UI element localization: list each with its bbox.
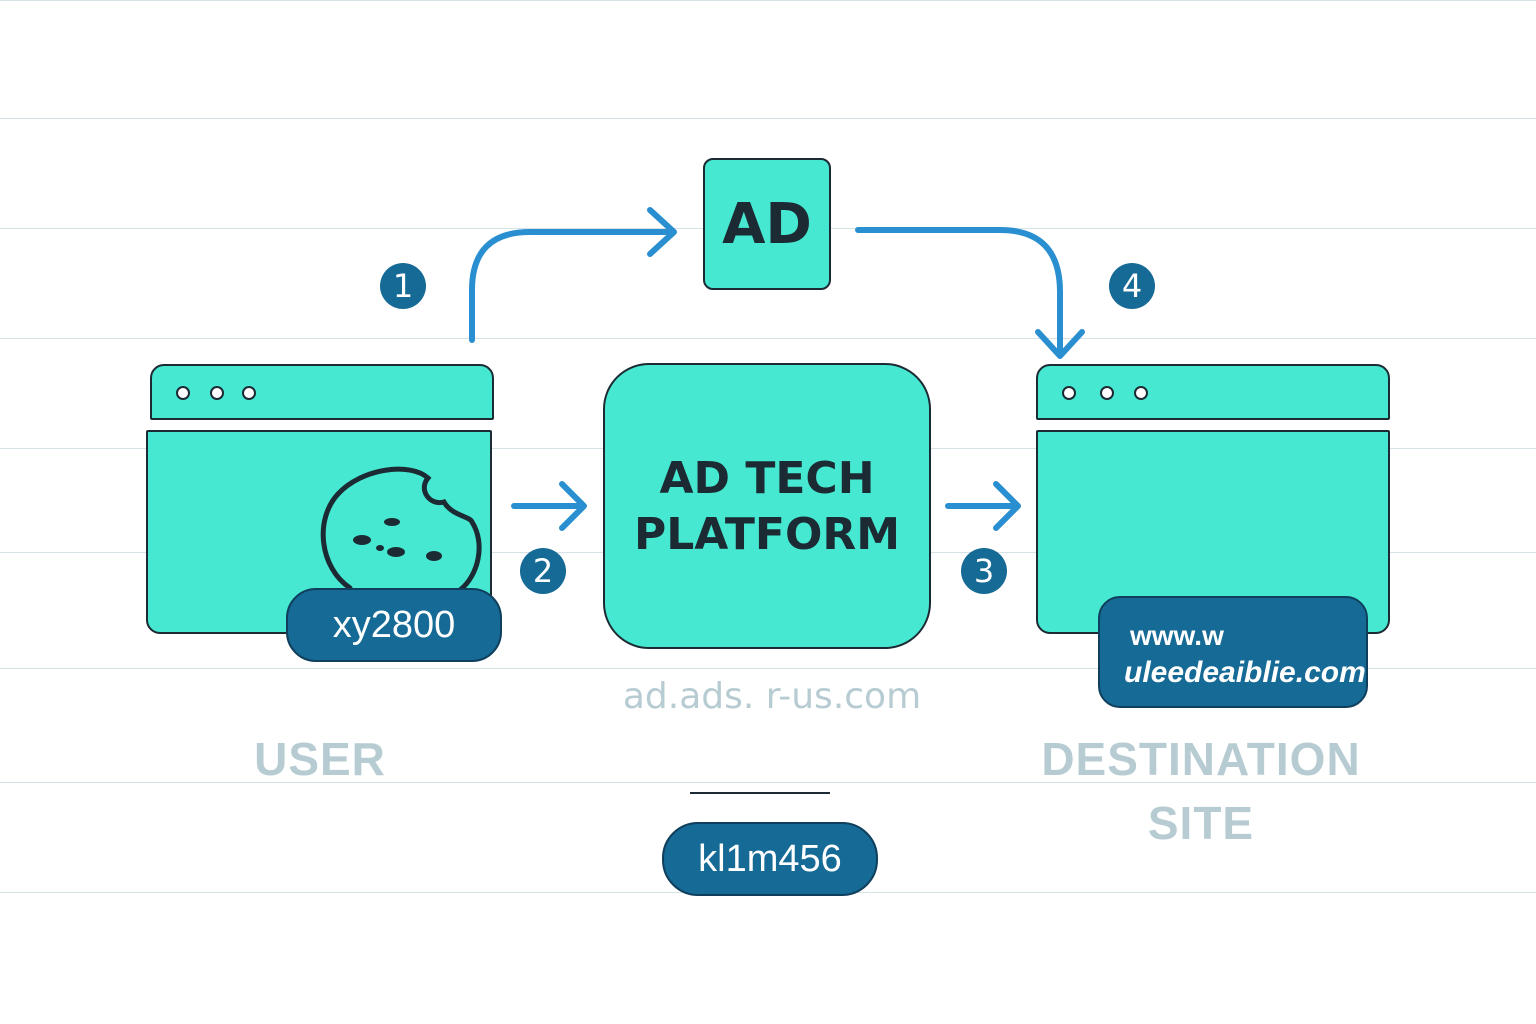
step-4-badge: 4 bbox=[1109, 263, 1155, 309]
platform-id-pill: kl1m456 bbox=[662, 822, 878, 896]
arrowhead-platform-to-destination bbox=[993, 481, 1021, 531]
ad-box-label: AD bbox=[722, 191, 812, 257]
arrow-user-to-ad bbox=[469, 229, 675, 343]
platform-domain: ad.ads. r-us.com bbox=[622, 676, 922, 717]
browser-title-bar bbox=[1036, 364, 1390, 420]
ad-tech-platform-box: AD TECH PLATFORM bbox=[603, 363, 931, 649]
window-dot-icon bbox=[1134, 386, 1148, 400]
user-cookie-id-pill: xy2800 bbox=[286, 588, 502, 662]
user-label: USER bbox=[254, 733, 386, 785]
step-1-badge: 1 bbox=[380, 263, 426, 309]
arrow-ad-to-destination bbox=[855, 227, 1063, 355]
step-3-badge: 3 bbox=[961, 548, 1007, 594]
background-rule bbox=[0, 118, 1536, 119]
step-2-badge: 2 bbox=[520, 548, 566, 594]
arrowhead-user-to-ad bbox=[647, 207, 677, 257]
window-dot-icon bbox=[242, 386, 256, 400]
platform-title-line1: AD TECH bbox=[659, 453, 875, 504]
platform-id: kl1m456 bbox=[698, 838, 842, 880]
platform-id-connector bbox=[690, 792, 830, 794]
destination-label-line2: SITE bbox=[1147, 797, 1255, 849]
user-cookie-id: xy2800 bbox=[332, 604, 456, 646]
ad-box: AD bbox=[703, 158, 831, 290]
platform-title-line2: PLATFORM bbox=[633, 509, 901, 560]
window-dot-icon bbox=[1062, 386, 1076, 400]
window-dot-icon bbox=[176, 386, 190, 400]
destination-label-line1: DESTINATION bbox=[1041, 733, 1361, 785]
cookie-icon bbox=[320, 466, 482, 593]
browser-title-bar bbox=[150, 364, 494, 420]
arrowhead-ad-to-destination bbox=[1035, 329, 1085, 359]
background-rule bbox=[0, 782, 1536, 783]
background-rule bbox=[0, 0, 1536, 1]
destination-browser-window bbox=[1036, 364, 1390, 634]
background-rule bbox=[0, 338, 1536, 339]
window-dot-icon bbox=[1100, 386, 1114, 400]
destination-url-line2: uleedeaiblie.com bbox=[1124, 656, 1366, 689]
destination-url-pill: www.w uleedeaiblie.com bbox=[1098, 596, 1368, 708]
background-rule bbox=[0, 668, 1536, 669]
arrowhead-user-to-platform bbox=[559, 481, 587, 531]
destination-url-line1: www.w bbox=[1130, 620, 1224, 651]
window-dot-icon bbox=[210, 386, 224, 400]
